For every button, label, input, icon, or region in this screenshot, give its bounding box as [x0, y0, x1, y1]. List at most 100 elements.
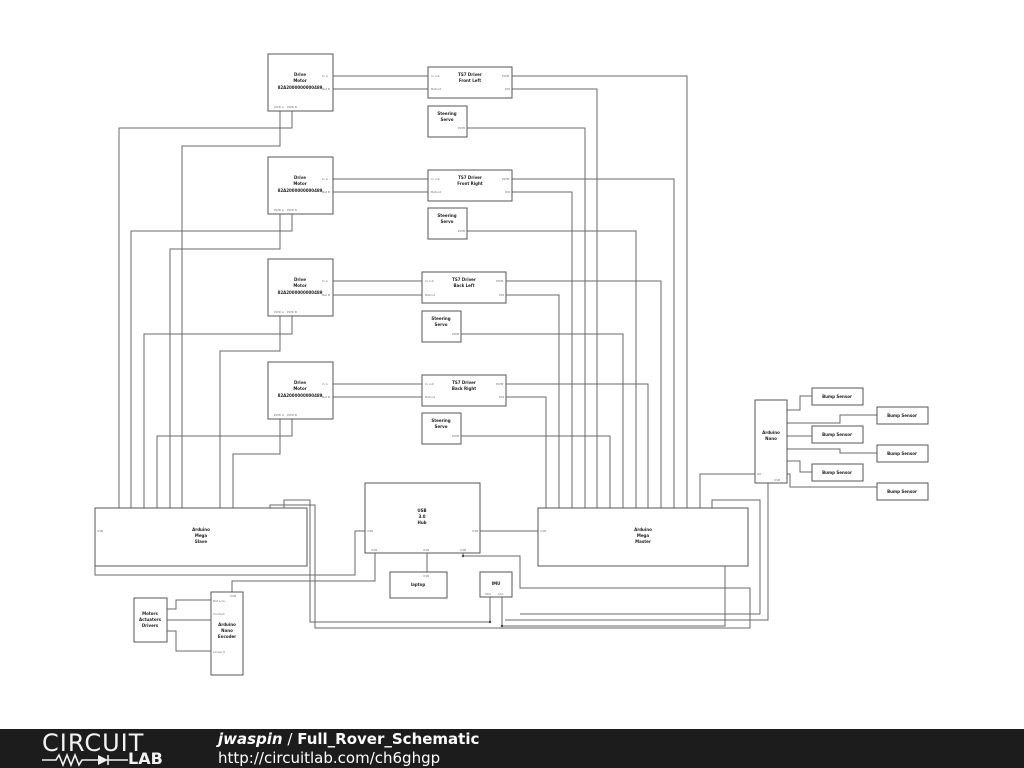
- nano-label-2: Nano: [765, 436, 777, 441]
- motor-pin: PWR A: [274, 105, 285, 109]
- servo-pin: PWM: [452, 332, 460, 336]
- servo-label-1: Steering: [437, 111, 456, 116]
- arduino-mega-slave: Arduino Mega Slave USB: [94, 507, 308, 567]
- motor-label-2: Motor: [293, 78, 306, 83]
- laptop-pin: USB: [423, 574, 429, 578]
- driver-front-right: TS7 Driver Front Right In out Batout PWM…: [427, 169, 513, 202]
- motor-pin: PWR B: [287, 105, 297, 109]
- nano-label-1: Arduino: [762, 430, 780, 435]
- bump-sensor-6: Bump Sensor: [876, 482, 929, 501]
- driver-pin: PWM: [496, 279, 504, 283]
- motor-label-3: 82A2000000000489: [278, 290, 323, 295]
- steering-servo-1: Steering Servo PWM: [427, 105, 468, 138]
- motor-pin: Bat B: [322, 395, 330, 399]
- imu-pin: SDA: [485, 592, 492, 596]
- imu-pin: SCL: [498, 592, 504, 596]
- hub-pin: USB: [367, 529, 373, 533]
- hub-pin: USB: [423, 548, 429, 552]
- motor-label-3: 82A2000000000489: [278, 393, 323, 398]
- driver-pin: DIR: [505, 190, 510, 194]
- drive-motor-3: Drive Motor 82A2000000000489 In A Bat B …: [267, 258, 334, 317]
- driver-pin: DIR: [505, 87, 510, 91]
- hub-pin: USB: [371, 548, 377, 552]
- drive-motor-1: Drive Motor 82A2000000000489 In A Bat B …: [267, 53, 334, 112]
- driver-pin: In out: [431, 74, 440, 78]
- laptop: laptop USB: [389, 571, 448, 599]
- circuitlab-logo[interactable]: CIRCUIT LAB: [42, 731, 177, 767]
- imu: IMU SDA SCL: [479, 571, 513, 598]
- servo-label-1: Steering: [431, 316, 450, 321]
- mega-slave-pin: USB: [97, 529, 103, 533]
- drive-motor-2: Drive Motor 82A2000000000489 In A Bat B …: [267, 156, 334, 215]
- schematic-title[interactable]: Full_Rover_Schematic: [297, 730, 480, 748]
- logo-text-circuit: CIRCUIT: [42, 729, 145, 757]
- driver-pin: DIR: [499, 293, 504, 297]
- schematic-canvas: Drive Motor 82A2000000000489 In A Bat B …: [94, 53, 929, 676]
- motor-pin: In A: [322, 279, 329, 283]
- servo-pin: PWM: [458, 126, 466, 130]
- author-link[interactable]: jwaspin: [218, 730, 283, 748]
- mad-label-3: Drivers: [142, 623, 159, 628]
- arduino-nano-encoder: Arduino Nano Encoder Bat Low Contact Lin…: [210, 591, 244, 676]
- motor-pin: Bat B: [322, 190, 330, 194]
- driver-pin: Batout: [431, 190, 442, 194]
- motor-pin: In A: [322, 382, 329, 386]
- hub-label-2: 3.0: [418, 514, 425, 519]
- resistor-diode-icon: [42, 753, 128, 767]
- motor-pin: In A: [322, 74, 329, 78]
- nano-pin: USB: [774, 478, 780, 482]
- motor-pin: PWR B: [287, 208, 297, 212]
- motor-label-1: Drive: [294, 72, 306, 77]
- mega-master-label-2: Mega: [637, 533, 650, 538]
- hub-pin: USB: [460, 548, 466, 552]
- mega-slave-label-2: Mega: [195, 533, 208, 538]
- encoder-pin: USB: [230, 594, 236, 598]
- driver-pin: Batout: [431, 87, 442, 91]
- motor-pin: PWR B: [287, 310, 297, 314]
- bump-sensor-5: Bump Sensor: [811, 463, 864, 482]
- driver-label-1: TS7 Driver: [458, 175, 482, 180]
- laptop-label: laptop: [411, 582, 426, 587]
- driver-back-left: TS7 Driver Back Left In out Batout PWM D…: [421, 271, 507, 304]
- driver-pin: PWM: [502, 74, 510, 78]
- mega-master-label-3: Master: [635, 539, 651, 544]
- driver-pin: PWM: [496, 382, 504, 386]
- encoder-pin: Linear P: [213, 650, 225, 654]
- servo-pin: PWM: [452, 434, 460, 438]
- bump-sensor-label: Bump Sensor: [887, 489, 917, 494]
- motor-label-2: Motor: [293, 386, 306, 391]
- arduino-mega-master: Arduino Mega Master USB: [537, 507, 749, 567]
- driver-label-1: TS7 Driver: [452, 277, 476, 282]
- drive-motor-4: Drive Motor 82A2000000000489 In A Bat B …: [267, 361, 334, 420]
- driver-pin: In out: [425, 279, 434, 283]
- bump-sensor-3: Bump Sensor: [811, 425, 864, 444]
- encoder-pin: Contact: [213, 612, 225, 616]
- schematic-credit: jwaspin / Full_Rover_Schematic http://ci…: [218, 730, 479, 768]
- servo-pin: PWM: [458, 229, 466, 233]
- motor-label-1: Drive: [294, 380, 306, 385]
- bump-sensor-1: Bump Sensor: [811, 387, 864, 406]
- servo-label-2: Servo: [441, 219, 454, 224]
- encoder-label-2: Nano: [221, 628, 233, 633]
- driver-label-1: TS7 Driver: [458, 72, 482, 77]
- driver-label-1: TS7 Driver: [452, 380, 476, 385]
- bump-sensor-label: Bump Sensor: [822, 470, 852, 475]
- driver-pin: In out: [425, 382, 434, 386]
- schematic-url[interactable]: http://circuitlab.com/ch6ghgp: [218, 749, 441, 767]
- motor-label-2: Motor: [293, 181, 306, 186]
- logo-text-lab: LAB: [128, 749, 163, 768]
- hub-label-1: USB: [417, 508, 426, 513]
- driver-pin: DIR: [499, 395, 504, 399]
- footer-bar: CIRCUIT LAB jwaspin / Full_Rover_Schemat…: [0, 729, 1024, 768]
- driver-front-left: TS7 Driver Front Left In out Batout PWM …: [427, 66, 513, 99]
- bump-sensor-4: Bump Sensor: [876, 444, 929, 463]
- motor-pin: PWR A: [274, 208, 285, 212]
- arduino-nano-sensors: Arduino Nano D6 USB: [754, 399, 788, 484]
- driver-pin: Batout: [425, 395, 436, 399]
- driver-label-2: Back Left: [453, 283, 474, 288]
- encoder-label-1: Arduino: [218, 622, 236, 627]
- mega-master-pin: USB: [540, 529, 546, 533]
- driver-back-right: TS7 Driver Back Right In out Batout PWM …: [421, 374, 507, 407]
- mad-label-1: Motors: [142, 611, 158, 616]
- motor-label-2: Motor: [293, 283, 306, 288]
